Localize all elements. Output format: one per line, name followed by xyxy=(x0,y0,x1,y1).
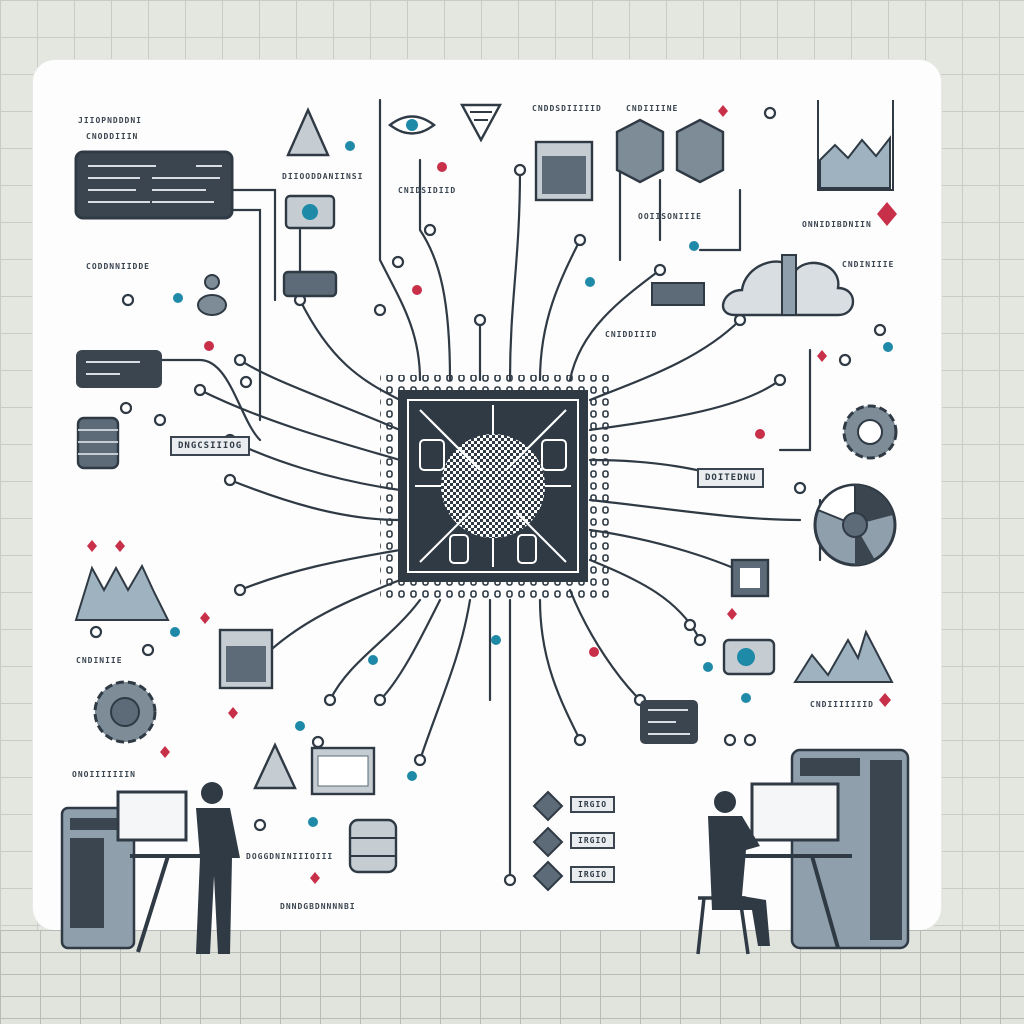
camera-icon-2 xyxy=(722,638,776,676)
label-box-left: DNGCSIIIOG xyxy=(170,436,251,456)
small-label: DIIOODDANIINSI xyxy=(282,172,364,181)
person-seated xyxy=(708,791,770,946)
red-star-badge xyxy=(877,202,897,226)
cone-icon-bottom xyxy=(253,742,297,790)
diamond-icons xyxy=(532,790,564,892)
stool xyxy=(696,896,750,955)
circuit-traces xyxy=(158,98,822,882)
processor-chip xyxy=(380,375,610,600)
chip-row-1: IRGIO xyxy=(570,796,616,813)
small-label: CNDDSDIIIIID xyxy=(532,104,602,113)
area-chart-right xyxy=(793,629,894,683)
camera-icon-1 xyxy=(284,194,336,230)
standing-desk xyxy=(116,790,200,953)
cone-icon-top xyxy=(286,107,330,157)
chip-row-3: IRGIO xyxy=(570,866,616,883)
server-tower-right xyxy=(790,748,910,950)
small-label: CNDIIIINE xyxy=(626,104,679,113)
window-icon-2 xyxy=(218,628,274,690)
coil-icon xyxy=(76,416,120,470)
area-chart-top-right xyxy=(817,100,894,191)
cloud-icon xyxy=(721,254,855,317)
joystick-icon xyxy=(197,274,227,316)
eye-icon xyxy=(388,115,436,135)
small-label: CODDNNIIDDE xyxy=(86,262,150,271)
small-label: CNDINIIIE xyxy=(842,260,895,269)
microchip-small-icon xyxy=(730,558,770,598)
terminal-panel-large xyxy=(74,150,234,220)
tile-stack-icon xyxy=(651,282,705,306)
small-label: DOGGDNINIIIOIII xyxy=(246,852,334,861)
small-label: CNIDDIIID xyxy=(605,330,658,339)
cube-icon-2 xyxy=(675,118,725,184)
cube-icon-1 xyxy=(615,118,665,184)
terminal-panel-right xyxy=(640,700,698,744)
person-standing xyxy=(196,782,240,954)
window-icon-1 xyxy=(534,140,594,202)
small-label: CNODDIIIN xyxy=(86,132,139,141)
small-label: DNNDGBDNNNNBI xyxy=(280,902,356,911)
small-label: JIIOPNDDDNI xyxy=(78,116,142,125)
small-label: CNIDSIDIID xyxy=(398,186,457,195)
area-chart-left xyxy=(74,563,170,621)
chip-row-2: IRGIO xyxy=(570,832,616,849)
device-icon xyxy=(282,270,338,298)
gear-icon-right xyxy=(842,404,898,460)
gear-icon-left xyxy=(93,680,157,744)
small-label: CNDINIIE xyxy=(76,656,123,665)
window-icon-3 xyxy=(310,746,376,796)
server-tower-left xyxy=(60,806,136,950)
small-label: ONNIDIBDNIIN xyxy=(802,220,872,229)
pie-chart-icon xyxy=(813,483,897,567)
small-label: ONOIIIIIIIN xyxy=(72,770,136,779)
small-label: OOIISONIIIE xyxy=(638,212,702,221)
small-label: CNDIIIIIIID xyxy=(810,700,874,709)
wifi-signal-icon xyxy=(459,103,503,143)
seated-desk xyxy=(738,782,852,949)
terminal-panel-small xyxy=(76,350,162,388)
database-icon xyxy=(348,818,398,874)
label-box-right: DOITEDNU xyxy=(697,468,765,488)
